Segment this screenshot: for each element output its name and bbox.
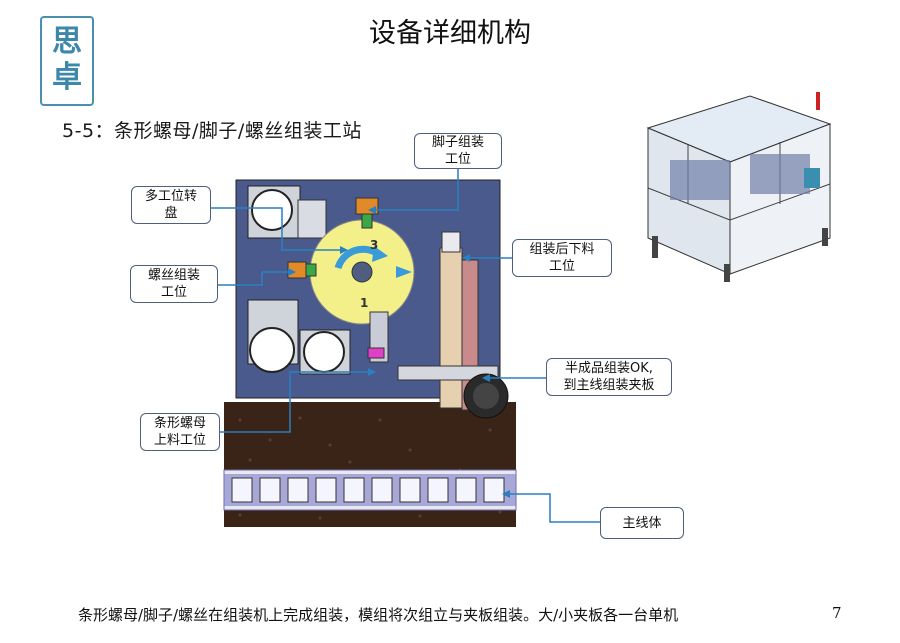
page-number: 7	[832, 604, 842, 622]
base-texture	[238, 416, 502, 520]
logo-char-2: 卓	[52, 60, 82, 95]
rotation-arrow	[334, 245, 381, 270]
machine-render	[646, 92, 832, 282]
company-logo: 思 卓	[40, 16, 94, 106]
logo-char-1: 思	[52, 24, 82, 59]
machine-foot	[652, 236, 658, 258]
leader-lines	[210, 165, 600, 523]
machine-foot	[724, 264, 730, 282]
unload-arrow	[396, 266, 412, 278]
machine-panel	[804, 168, 820, 188]
feeder-bowl-bottom-2	[303, 331, 345, 373]
callout-semi-finished-ok: 半成品组装OK, 到主线组装夹板	[546, 358, 672, 396]
turntable-label-1: 1	[360, 296, 368, 310]
page-title: 设备详细机构	[369, 18, 531, 49]
machine-internal-mechanism	[670, 160, 730, 200]
conveyor-pallets	[231, 477, 505, 503]
transfer-rail	[397, 365, 499, 381]
feeder-bowl-top-left	[251, 189, 293, 231]
callout-foot-assembly: 脚子组装 工位	[414, 133, 502, 169]
section-title: 5-5：条形螺母/脚子/螺丝组装工站	[62, 120, 362, 142]
leader-arrowheads	[288, 206, 510, 498]
machine-foot	[822, 228, 828, 246]
rotation-arrow-head	[372, 246, 388, 262]
unload-slide	[439, 247, 463, 409]
callout-strip-nut-loading: 条形螺母 上料工位	[140, 413, 220, 451]
callout-multi-station-turntable: 多工位转 盘	[131, 186, 211, 224]
screw-assembly-gripper	[305, 263, 317, 277]
nut-loading-gripper	[367, 347, 385, 359]
gear-hub	[473, 383, 499, 409]
foot-assembly-gripper	[361, 213, 373, 229]
turntable-hub	[351, 261, 373, 283]
signal-tower	[816, 92, 820, 110]
unload-cylinder	[441, 231, 461, 253]
machine-internal-mechanism-2	[750, 154, 810, 194]
callout-screw-assembly: 螺丝组装 工位	[130, 265, 218, 303]
callout-main-line: 主线体	[600, 507, 684, 539]
callout-after-assembly-unload: 组装后下料 工位	[512, 239, 612, 277]
footer-description: 条形螺母/脚子/螺丝在组装机上完成组装，模组将次组立与夹板组装。大/小夹板各一台…	[78, 606, 679, 624]
turntable-label-3: 3	[370, 238, 378, 252]
feeder-track-top	[297, 199, 327, 239]
feeder-bowl-bottom-1	[249, 327, 295, 373]
